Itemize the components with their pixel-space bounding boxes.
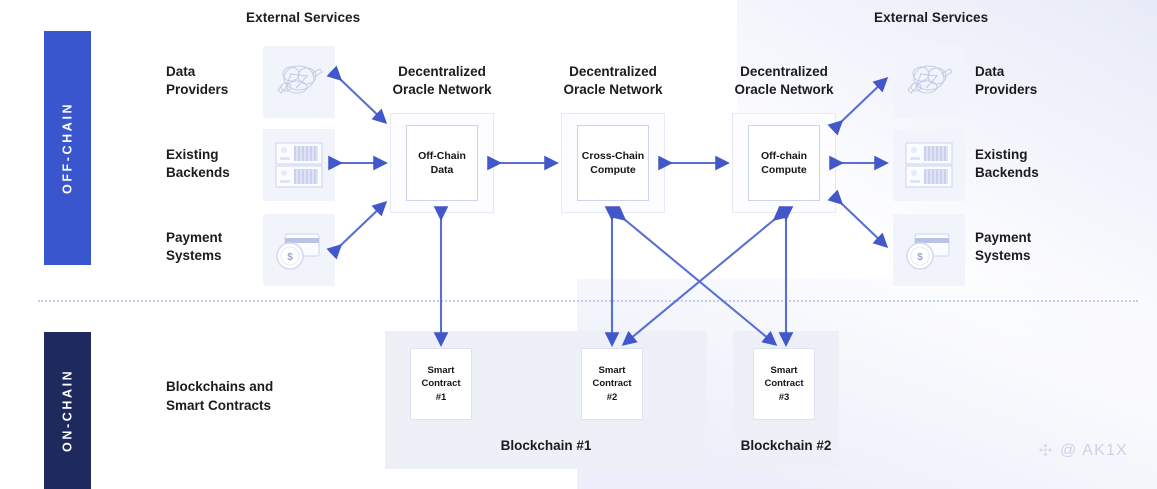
smart-contract-box-1: Smart Contract #1 <box>410 348 472 420</box>
svg-text:$: $ <box>917 252 923 263</box>
watermark: @ AK1X <box>1036 441 1128 460</box>
external-services-header-left: External Services <box>246 10 361 25</box>
oracle-network-title-1: Decentralized Oracle Network <box>392 64 492 98</box>
offchain-layer-band: OFF-CHAIN <box>44 31 91 265</box>
service-label-data-providers-right: Data Providers <box>975 64 1038 98</box>
offchain-layer-label: OFF-CHAIN <box>60 101 75 195</box>
blockchain-label-1: Blockchain #1 <box>500 438 592 453</box>
oracle-network-title-3: Decentralized Oracle Network <box>734 64 834 98</box>
credit-card-coin-icon: $ <box>263 214 335 286</box>
layer-divider <box>38 300 1138 302</box>
oracle-node-label-2: Cross-Chain Compute <box>581 149 645 176</box>
oracle-node-offchain-compute: Off-chain Compute <box>748 125 820 201</box>
service-label-existing-backends-right: Existing Backends <box>975 147 1039 181</box>
oracle-network-box-2: Cross-Chain Compute <box>561 113 665 213</box>
service-label-payment-systems-left: Payment Systems <box>166 230 223 264</box>
oracle-node-offchain-data: Off-Chain Data <box>406 125 478 201</box>
onchain-layer-label: ON-CHAIN <box>60 368 75 453</box>
external-services-header-right: External Services <box>874 10 989 25</box>
service-label-payment-systems-right: Payment Systems <box>975 230 1032 264</box>
network-nodes-icon <box>893 46 965 118</box>
service-label-existing-backends-left: Existing Backends <box>166 147 230 181</box>
smart-contract-label-3: Smart Contract #3 <box>764 365 804 403</box>
oracle-network-box-3: Off-chain Compute <box>732 113 836 213</box>
watermark-handle: @ AK1X <box>1060 441 1128 459</box>
blockchain-label-2: Blockchain #2 <box>740 438 832 453</box>
smart-contract-box-2: Smart Contract #2 <box>581 348 643 420</box>
service-label-data-providers-left: Data Providers <box>166 64 229 98</box>
onchain-layer-band: ON-CHAIN <box>44 332 91 489</box>
oracle-node-label-3: Off-chain Compute <box>760 149 808 176</box>
smart-contract-label-2: Smart Contract #2 <box>592 365 632 403</box>
smart-contract-label-1: Smart Contract #1 <box>421 365 461 403</box>
network-nodes-icon <box>263 46 335 118</box>
server-rack-icon <box>893 129 965 201</box>
oracle-network-box-1: Off-Chain Data <box>390 113 494 213</box>
binance-diamond-icon <box>1039 443 1052 457</box>
credit-card-coin-icon: $ <box>893 214 965 286</box>
onchain-side-label: Blockchains and Smart Contracts <box>166 379 274 413</box>
smart-contract-box-3: Smart Contract #3 <box>753 348 815 420</box>
oracle-node-label-1: Off-Chain Data <box>418 149 466 176</box>
oracle-network-title-2: Decentralized Oracle Network <box>563 64 663 98</box>
server-rack-icon <box>263 129 335 201</box>
oracle-node-crosschain-compute: Cross-Chain Compute <box>577 125 649 201</box>
svg-text:$: $ <box>287 252 293 263</box>
